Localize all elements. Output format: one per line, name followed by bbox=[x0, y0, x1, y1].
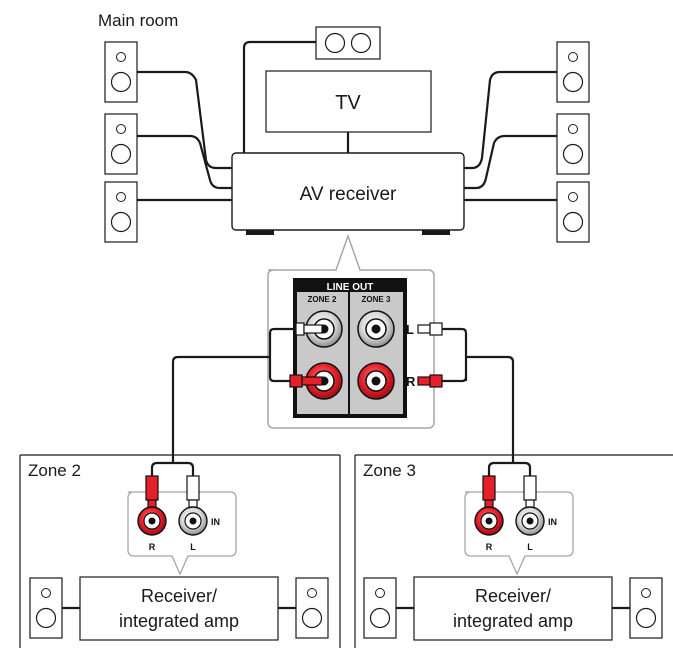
av-receiver-label: AV receiver bbox=[300, 184, 397, 205]
zone3-l-label: L bbox=[527, 542, 533, 552]
cable-to-zone2 bbox=[171, 355, 270, 463]
speaker-surround-left bbox=[104, 113, 138, 175]
zone2-speaker-right bbox=[295, 577, 329, 639]
panel-left-marker: L bbox=[406, 322, 414, 337]
jack-zone3-right bbox=[357, 362, 395, 400]
zone2-jack-l bbox=[178, 506, 208, 536]
zone3-speaker-left bbox=[363, 577, 397, 639]
zone2-in-label: IN bbox=[211, 517, 220, 527]
line-out-panel: LINE OUT ZONE 2 ZONE 3 bbox=[293, 278, 407, 418]
zone2-r-label: R bbox=[149, 542, 156, 552]
zone2-speaker-left bbox=[29, 577, 63, 639]
zone3-in-label: IN bbox=[548, 517, 557, 527]
panel-right-marker: R bbox=[406, 374, 416, 389]
zone3-jack-l bbox=[515, 506, 545, 536]
zone2-jack-r bbox=[137, 506, 167, 536]
main-room-title: Main room bbox=[98, 11, 178, 30]
speaker-front-left bbox=[104, 41, 138, 103]
zone2-column-label: ZONE 2 bbox=[308, 295, 337, 304]
speaker-back-right bbox=[556, 181, 590, 243]
zone2-amp-line2: integrated amp bbox=[119, 611, 239, 631]
zone2-title: Zone 2 bbox=[28, 461, 81, 480]
main-room-wires bbox=[137, 40, 557, 202]
av-receiver: AV receiver bbox=[231, 152, 465, 235]
tv: TV bbox=[265, 70, 432, 133]
plug-zone3-red bbox=[417, 374, 468, 388]
zone2-amp: Receiver/ integrated amp bbox=[79, 576, 279, 641]
zone3-panel: Zone 3 IN R L bbox=[354, 454, 673, 648]
plug-zone3-white bbox=[417, 322, 468, 381]
zone3-speaker-right bbox=[629, 577, 663, 639]
zone3-amp-line2: integrated amp bbox=[453, 611, 573, 631]
tv-label: TV bbox=[335, 92, 361, 114]
zone3-amp: Receiver/ integrated amp bbox=[413, 576, 613, 641]
zone2-panel: Zone 2 IN R L bbox=[19, 454, 341, 648]
jack-zone3-left bbox=[357, 310, 395, 348]
line-out-header: LINE OUT bbox=[327, 282, 374, 293]
speaker-back-left bbox=[104, 181, 138, 243]
zone3-title: Zone 3 bbox=[363, 461, 416, 480]
plug-zone2-red bbox=[268, 333, 323, 388]
zone3-r-label: R bbox=[486, 542, 493, 552]
zone2-l-label: L bbox=[190, 542, 196, 552]
zone3-jack-r bbox=[474, 506, 504, 536]
speaker-surround-right bbox=[556, 113, 590, 175]
plug-zone2-white bbox=[268, 322, 323, 336]
center-speaker bbox=[315, 26, 381, 60]
zone3-column-label: ZONE 3 bbox=[362, 295, 391, 304]
cable-to-zone3 bbox=[466, 355, 515, 463]
zone3-amp-line1: Receiver/ bbox=[475, 586, 551, 606]
zone2-amp-line1: Receiver/ bbox=[141, 586, 217, 606]
speaker-front-right bbox=[556, 41, 590, 103]
